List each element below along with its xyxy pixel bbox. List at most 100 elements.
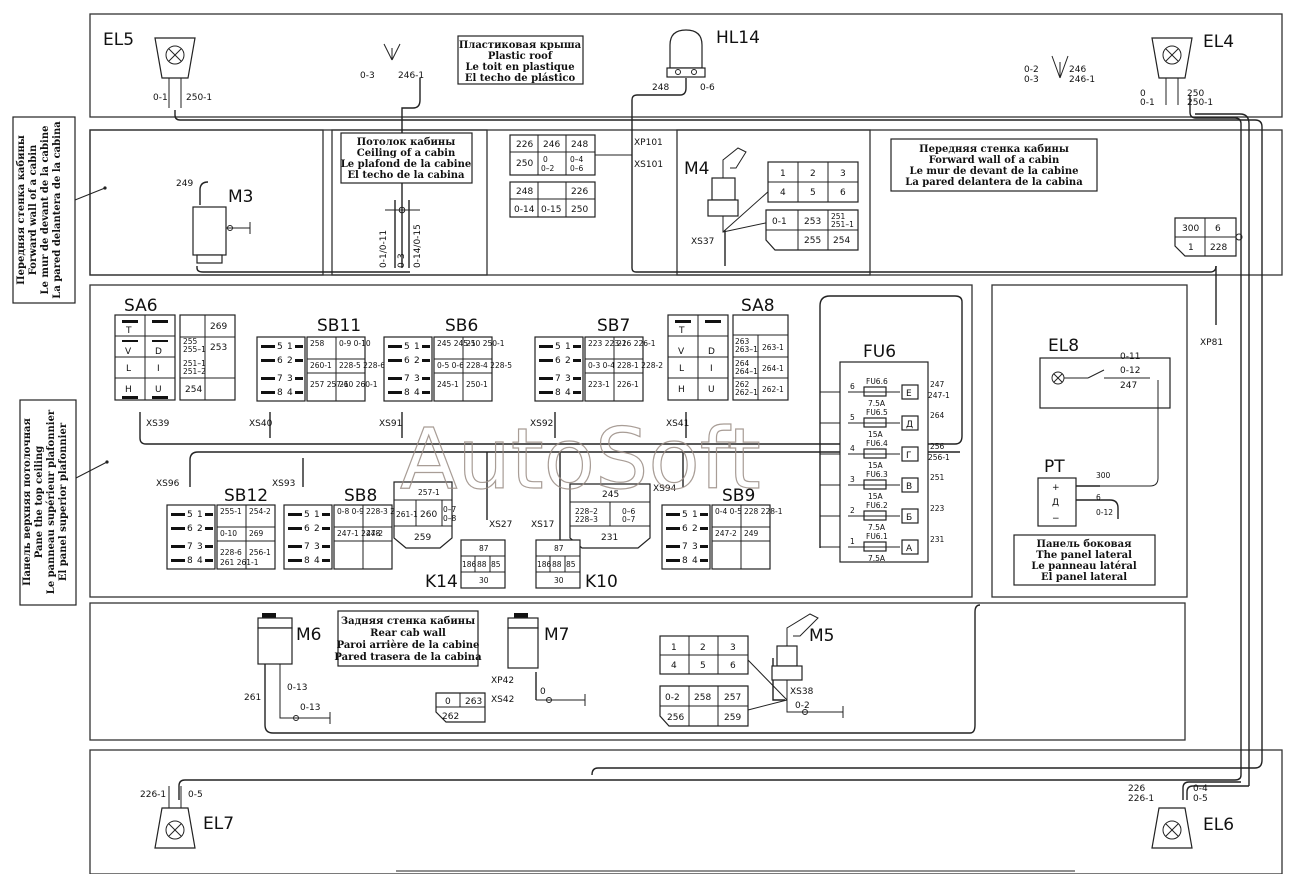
switch-pin: 5 [187,510,193,520]
fuse-name: FU6.1 [866,532,888,541]
sa6-label: SA6 [124,296,158,316]
switch-cell: 269 [249,529,264,538]
fuse-name: FU6.2 [866,501,888,510]
switch-pin: 6 [304,524,310,534]
forward-wall-es: La pared delantera de la cabina [905,177,1083,188]
xs38-c1: 1 [671,643,677,653]
el7-w1: 226-1 [140,790,166,800]
svg-text:251: 251 [831,212,846,221]
el6-w2: 226-1 [1128,794,1154,804]
svg-text:251–2: 251–2 [183,367,206,376]
switch-cell: 245-1 [437,380,459,389]
switch-cell: 247-2 [715,529,737,538]
xs38-c2: 2 [700,643,706,653]
forward-wall-side-box [12,116,76,304]
m3-label: M3 [228,187,253,207]
rear-wall-en: Rear cab wall [370,628,446,639]
k14-t5: 259 [414,533,431,543]
xs37-c5: 5 [810,188,816,198]
xs42-c3: 262 [442,712,459,722]
switch-pin: 6 [682,524,688,534]
switch-pin: 3 [692,542,698,552]
fuse-amp: 7.5A [868,523,886,532]
xp101-c12: 250 [571,205,588,215]
sa8-k2: V [678,347,685,357]
el6-w3: 0-4 [1193,784,1208,794]
switch-cell: 0-9 0-10 [339,339,371,348]
el5-w2: 250-1 [186,93,212,103]
fuse-w2: 247-1 [928,391,950,400]
lamp-el4: EL4 0-2 0-3 246 246-1 0 0-1 250 250-1 [1024,32,1234,108]
switch-cell: 258 [310,339,325,348]
sb9-label: SB9 [722,486,755,506]
ceiling-w2: 0-3 [397,253,407,268]
xs38-c6: 6 [730,661,736,671]
switch-cell: 228-1 228-2 [617,361,663,370]
xs96-label: XS96 [156,479,180,489]
sa6-k6: H [125,385,132,395]
svg-text:251–1: 251–1 [831,220,854,229]
ceiling-center-area [331,129,488,276]
xp101-c4: 250 [516,159,533,169]
k14-label: K14 [425,572,458,592]
switch-pin: 4 [692,556,698,566]
switch-pin: 4 [314,556,320,566]
svg-text:264: 264 [735,359,750,368]
switch-pin: 1 [197,510,203,520]
top-panel-side-box [19,399,77,606]
top-panel-side-1: Панель верхняя потолочная [22,417,33,585]
xs37-c1: 1 [780,169,786,179]
rear-wall-ru: Задняя стенка кабины [341,616,475,627]
switch-cell: 0-10 [220,529,237,538]
fuse-w1: 223 [930,504,945,513]
top-panel-side-3: Le panneau supérieur plafonnier [46,409,57,594]
sb6-label: SB6 [445,316,478,336]
switch-pin: 7 [404,374,410,384]
el4-w4: 246-1 [1069,75,1095,85]
svg-text:0–7: 0–7 [443,505,457,514]
sa8-k7: U [708,385,715,395]
sa8-k1: T [678,326,685,336]
xs38-c7: 0-2 [665,693,680,703]
switch-pin: 4 [287,388,293,398]
switch-pin: 1 [287,342,293,352]
svg-text:264–1: 264–1 [735,367,758,376]
xs39-label: XS39 [146,419,170,429]
xs27-label: XS27 [489,520,512,530]
xs37-c12: 254 [833,236,850,246]
switch-cell: 261 261-1 [220,558,259,567]
sa6-k5: I [157,364,160,374]
switch-cell: 0-4 0-5 [715,507,742,516]
xs38-c5: 5 [700,661,706,671]
k10-t1: 245 [602,490,619,500]
fuse-pin: 5 [850,413,855,422]
plastic-roof-fr: Le toit en plastique [465,62,574,73]
rear-wall-area [89,602,1186,741]
switch-pin: 3 [565,374,571,384]
sa8-t6: 262-1 [762,385,784,394]
switch-cell: 249 [744,529,759,538]
ceiling-en: Ceiling of a cabin [357,148,456,159]
m6-w1: 261 [244,693,261,703]
connector-xs42: 0 263 262 [435,692,486,723]
el8-w3: 247 [1120,381,1137,391]
xs41-label: XS41 [666,419,689,429]
svg-text:0–4: 0–4 [570,155,584,164]
k14-p3: 88 [477,560,487,569]
xs40-label: XS40 [249,419,273,429]
fuse-amp: 15A [868,430,884,439]
k10-p5: 30 [554,576,564,585]
switch-pin: 3 [314,542,320,552]
k14-t2: 261-1 [396,510,418,519]
fuse-out: Б [906,513,912,523]
m6-w2: 0-13 [287,683,307,693]
top-panel-side-2: Pane the top ceiling [34,446,45,558]
k14-t3: 260 [420,510,437,520]
xs101-label: XS101 [634,160,663,170]
ceiling-w3: 0-14/0-15 [413,224,423,268]
